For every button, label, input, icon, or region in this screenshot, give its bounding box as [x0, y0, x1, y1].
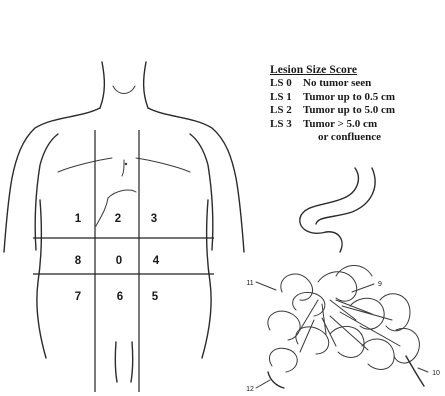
region-label-2: 2: [115, 213, 121, 225]
region-label-4: 4: [153, 255, 160, 267]
legend-row: LS 0 No tumor seen: [268, 77, 443, 91]
lesion-size-legend: Lesion Size Score LS 0 No tumor seen LS …: [268, 64, 443, 145]
legend-text: Tumor > 5.0 cm: [303, 118, 377, 132]
bowel-label-9: 9: [378, 281, 382, 288]
legend-code: LS 2: [268, 104, 303, 118]
legend-title: Lesion Size Score: [270, 64, 443, 76]
torso-outline: [4, 62, 244, 382]
region-label-6: 6: [117, 291, 123, 303]
legend-row: LS 2 Tumor up to 5.0 cm: [268, 104, 443, 118]
legend-row: LS 1 Tumor up to 0.5 cm: [268, 91, 443, 105]
legend-code: LS 3: [268, 118, 303, 132]
legend-continuation: or confluence: [268, 131, 443, 145]
region-label-3: 3: [151, 213, 157, 225]
region-label-5: 5: [152, 291, 159, 303]
legend-code: LS 1: [268, 91, 303, 105]
bowel-label-10: 10: [432, 370, 440, 377]
legend-text: No tumor seen: [303, 77, 371, 91]
legend-code: LS 0: [268, 77, 303, 91]
legend-row: LS 3 Tumor > 5.0 cm: [268, 118, 443, 132]
legend-text: Tumor up to 0.5 cm: [303, 91, 395, 105]
region-label-1: 1: [75, 213, 82, 225]
bowel-label-12: 12: [246, 386, 254, 393]
legend-text: Tumor up to 5.0 cm: [303, 104, 395, 118]
bowel-label-11: 11: [246, 280, 253, 287]
small-bowel-illustration: [256, 168, 428, 388]
region-label-8: 8: [75, 255, 82, 267]
region-label-0: 0: [116, 255, 122, 267]
region-label-7: 7: [75, 291, 81, 303]
